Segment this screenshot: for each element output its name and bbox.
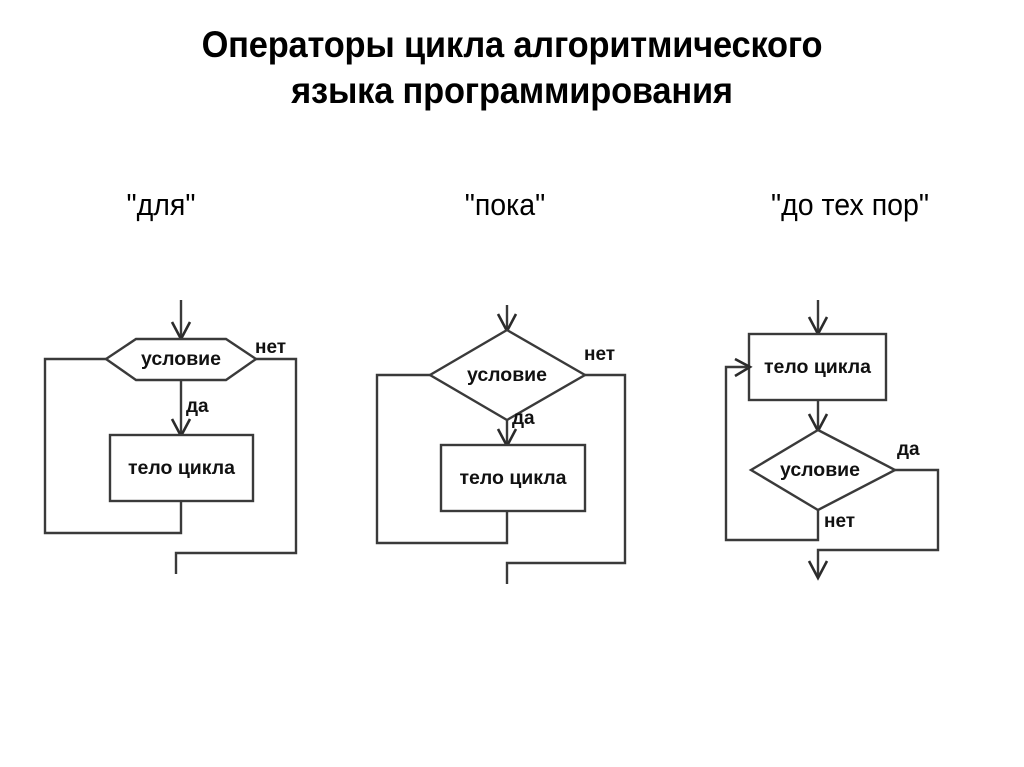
page-title-line-1: Операторы цикла алгоритмического xyxy=(201,24,823,65)
node-body-2 xyxy=(439,443,587,513)
node-condition-2-label: условие xyxy=(467,364,547,386)
edge-label-no-2: нет xyxy=(584,344,615,365)
node-body-1 xyxy=(108,433,255,503)
edge-no-1 xyxy=(174,357,298,574)
page-title: Операторы цикла алгоритмического языка п… xyxy=(62,22,962,114)
arrowhead-no-3 xyxy=(734,357,753,378)
diagram-until-loop: тело цикла условие нет да xyxy=(724,300,940,581)
arrowhead-yes-3 xyxy=(807,560,829,581)
edge-loopback-2 xyxy=(375,373,509,545)
edge-no-2 xyxy=(505,373,627,584)
caption-while-loop: "пока" xyxy=(464,187,546,222)
edge-no-3 xyxy=(724,365,820,542)
edge-loopback-1 xyxy=(43,357,183,535)
node-condition-3-label: условие xyxy=(780,459,860,481)
edge-label-yes-3: да xyxy=(897,439,920,460)
diagram-while-loop: условие да тело цикла нет xyxy=(375,305,627,584)
caption-until-loop: "до тех пор" xyxy=(770,187,930,222)
edge-label-no-1: нет xyxy=(255,337,286,358)
caption-for-loop: "для" xyxy=(126,187,196,222)
page-title-line-2: языка программирования xyxy=(291,70,733,111)
edge-label-no-3: нет xyxy=(824,511,855,532)
node-body-1-label: тело цикла xyxy=(128,457,235,479)
node-condition-1-label: условие xyxy=(141,348,221,370)
diagram-for-loop: условие да тело цикла нет xyxy=(43,300,298,574)
node-body-3-label: тело цикла xyxy=(764,356,871,378)
edge-label-yes-1: да xyxy=(186,396,209,417)
edge-label-yes-2: да xyxy=(512,408,535,429)
edge-yes-3 xyxy=(816,468,940,576)
node-body-2-label: тело цикла xyxy=(459,467,566,489)
